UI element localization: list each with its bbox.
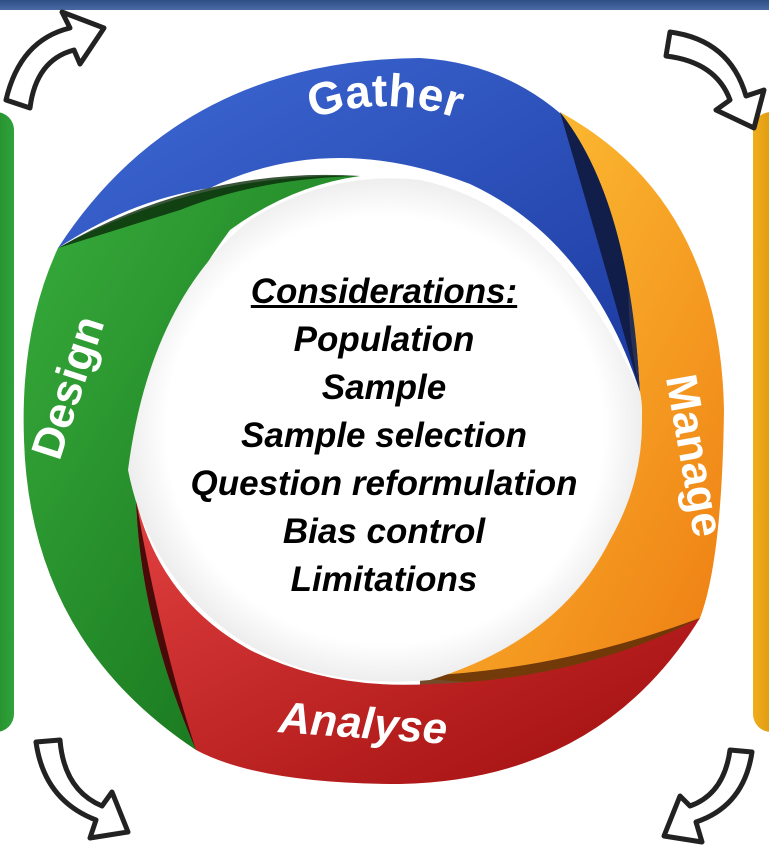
top-bar <box>0 0 769 10</box>
stage-segment-gather <box>58 58 640 392</box>
curved-arrow-icon <box>33 737 131 841</box>
curved-arrow-icon <box>663 29 767 131</box>
side-panel-left <box>0 112 14 732</box>
consideration-item: Population <box>293 320 475 359</box>
considerations-box: Considerations: Population Sample Sample… <box>150 268 618 604</box>
consideration-item: Limitations <box>290 560 478 599</box>
stage-segment-manage <box>420 112 724 690</box>
consideration-item: Question reformulation <box>190 464 578 503</box>
consideration-item: Sample selection <box>241 416 527 455</box>
side-panel-right <box>753 112 769 732</box>
center-hub <box>128 178 642 682</box>
stage-label-analyse: Analyse <box>276 693 449 754</box>
stage-segment-design <box>23 174 360 751</box>
curved-arrow-icon <box>3 9 107 111</box>
consideration-item: Bias control <box>282 512 486 551</box>
consideration-item: Sample <box>321 368 447 407</box>
considerations-heading: Considerations: <box>250 272 518 311</box>
stage-segment-analyse <box>135 500 700 784</box>
curved-arrow-icon <box>661 747 755 845</box>
